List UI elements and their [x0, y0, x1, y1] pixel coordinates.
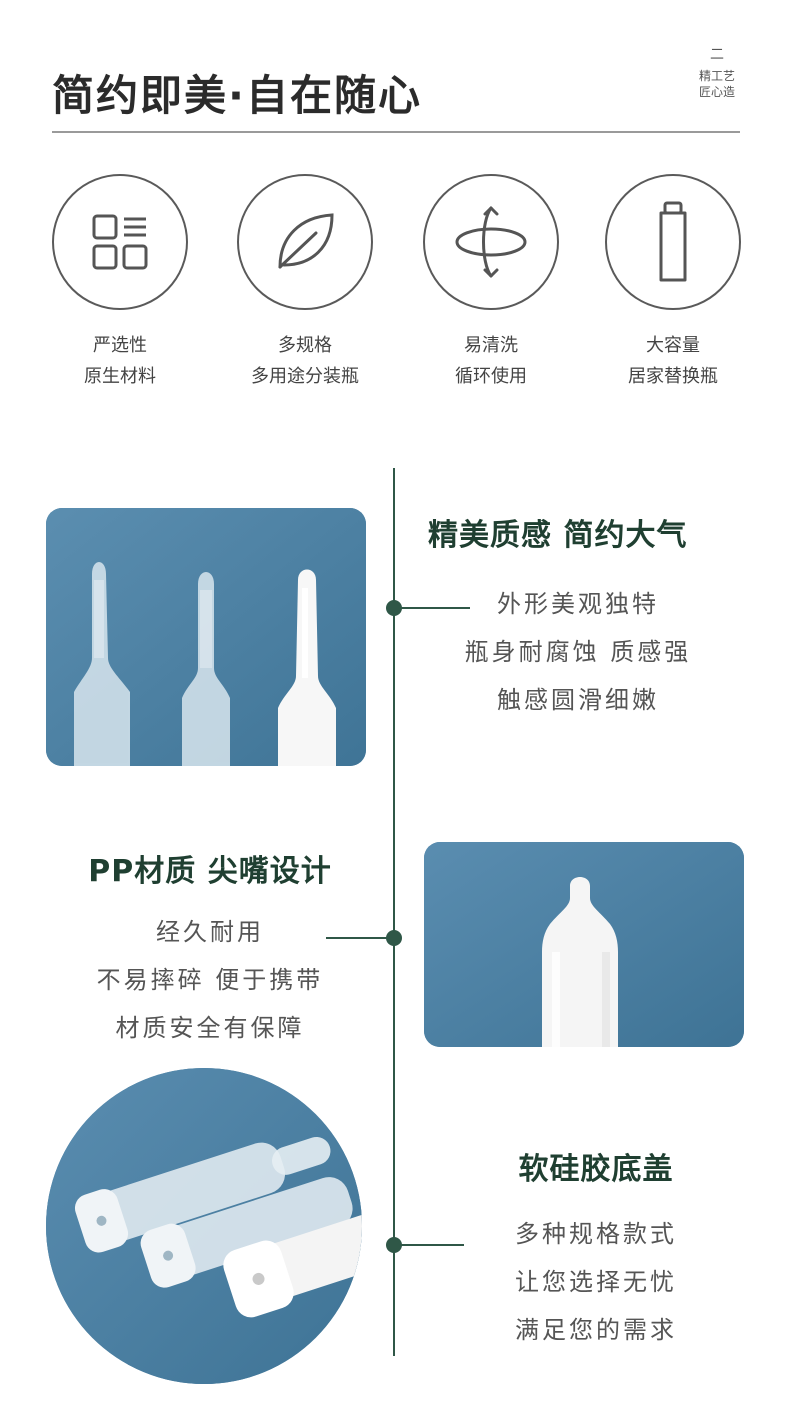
badge-mark: 二 — [710, 47, 724, 63]
timeline-connector — [394, 607, 470, 609]
feature-subtitle: 循环使用 — [455, 366, 527, 387]
section-line: 外形美观独特 — [497, 590, 659, 618]
feature-item: 严选性 原生材料 — [50, 174, 190, 392]
badge-line-1: 精工艺 — [698, 69, 735, 83]
craft-badge: 二 精工艺 匠心造 — [694, 48, 740, 100]
timeline-dot — [386, 930, 402, 946]
section-2-text: PP材质 尖嘴设计 经久耐用 不易摔碎 便于携带 材质安全有保障 — [60, 846, 360, 1052]
product-photo-tubes-top — [46, 508, 366, 766]
leaf-icon — [278, 213, 334, 269]
section-line: 触感圆滑细嫩 — [497, 686, 659, 714]
feature-title: 易清洗 — [464, 335, 518, 356]
bottle-icon — [659, 201, 687, 282]
badge-line-2: 匠心造 — [698, 85, 735, 99]
section-line: 满足您的需求 — [515, 1316, 677, 1344]
section-line: 经久耐用 — [156, 918, 264, 946]
section-line: 不易摔碎 便于携带 — [96, 966, 324, 994]
section-line: 瓶身耐腐蚀 质感强 — [464, 638, 692, 666]
feature-subtitle: 多用途分装瓶 — [251, 366, 359, 387]
product-photo-caps — [46, 1068, 362, 1384]
timeline-line — [393, 468, 395, 1356]
header-divider — [52, 131, 740, 133]
grid-list-icon — [92, 214, 148, 270]
section-line: 让您选择无忧 — [515, 1268, 677, 1296]
feature-title: 大容量 — [646, 335, 700, 356]
feature-item: 易清洗 循环使用 — [421, 174, 561, 392]
section-title: 精美质感 简约大气 — [428, 518, 688, 553]
section-title: 软硅胶底盖 — [518, 1152, 674, 1187]
timeline-connector — [326, 937, 394, 939]
feature-item: 多规格 多用途分装瓶 — [235, 174, 375, 392]
feature-icon-circle — [52, 174, 188, 310]
section-line: 多种规格款式 — [515, 1220, 677, 1248]
section-line: 材质安全有保障 — [115, 1014, 305, 1042]
section-3-text: 软硅胶底盖 多种规格款式 让您选择无忧 满足您的需求 — [446, 1144, 746, 1354]
feature-title: 多规格 — [278, 335, 332, 356]
page-title: 简约即美·自在随心 — [52, 71, 422, 120]
feature-icon-circle — [605, 174, 741, 310]
feature-item: 大容量 居家替换瓶 — [603, 174, 743, 392]
feature-title: 严选性 — [93, 335, 147, 356]
feature-subtitle: 原生材料 — [84, 366, 156, 387]
feature-subtitle: 居家替换瓶 — [628, 366, 718, 387]
timeline-connector — [394, 1244, 464, 1246]
section-title: PP材质 尖嘴设计 — [88, 854, 332, 889]
section-1-text: 精美质感 简约大气 外形美观独特 瓶身耐腐蚀 质感强 触感圆滑细嫩 — [428, 510, 758, 724]
feature-icon-circle — [237, 174, 373, 310]
feature-icon-circle — [423, 174, 559, 310]
rotate-icon — [455, 206, 527, 278]
product-photo-nozzle — [424, 842, 744, 1047]
